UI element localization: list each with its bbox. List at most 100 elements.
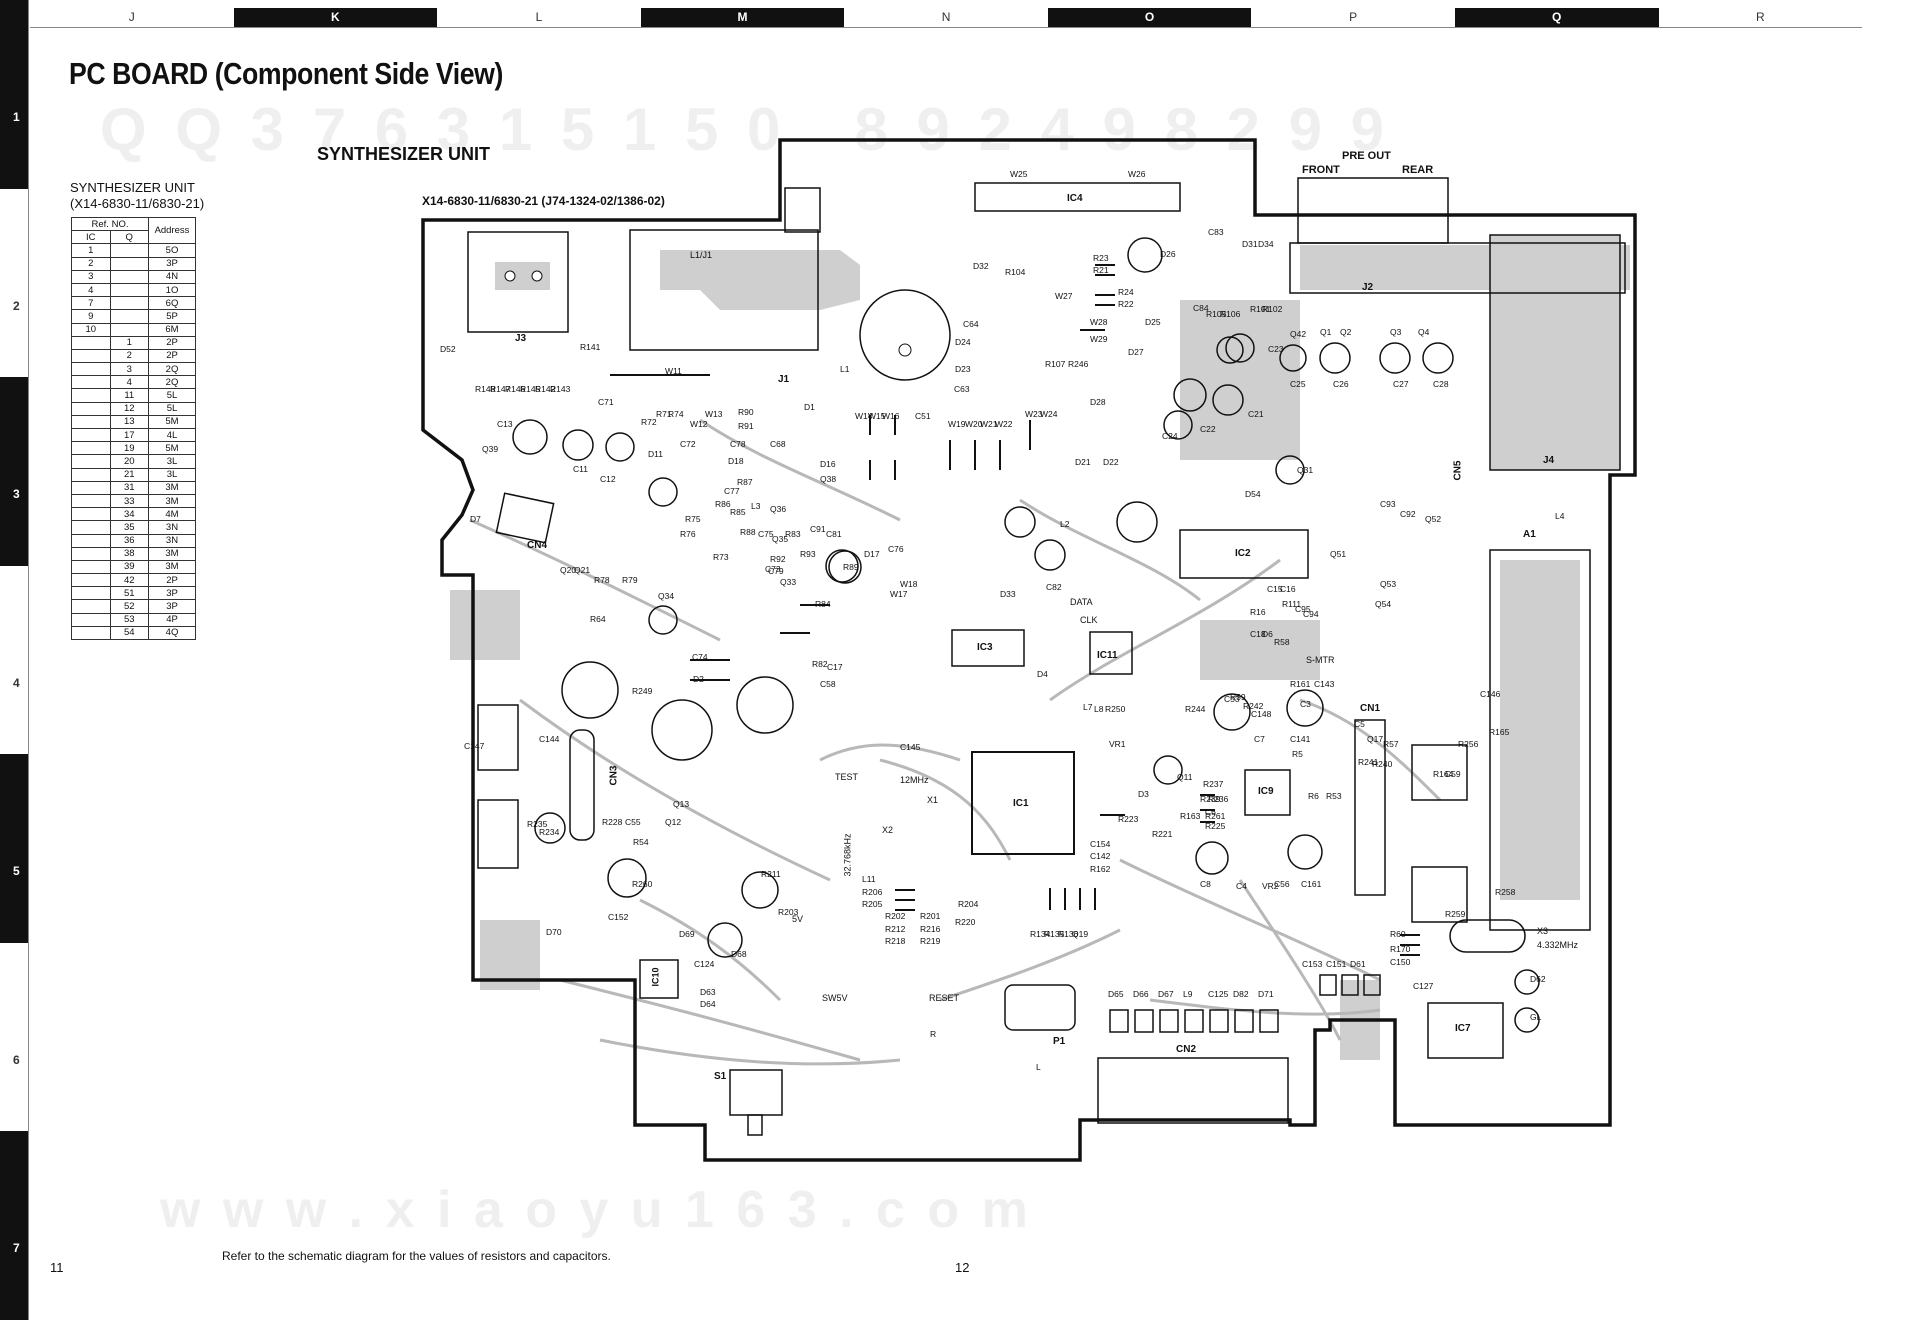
component-label: C94 <box>1303 609 1319 619</box>
row-label: 5 <box>0 754 28 943</box>
buzzer-component <box>859 289 951 381</box>
component-label: C26 <box>1333 379 1349 389</box>
component-label: D26 <box>1160 249 1176 259</box>
a1-label: A1 <box>1523 529 1536 540</box>
component-label: R101 <box>1250 304 1271 314</box>
row-ruler: 1 2 3 4 5 6 7 <box>0 0 29 1320</box>
component-label: L9 <box>1183 989 1193 999</box>
component-label: Q36 <box>770 504 787 514</box>
component-label: C151 <box>1326 959 1347 969</box>
column-label: P <box>1349 10 1358 24</box>
component-label: C25 <box>1290 379 1306 389</box>
component-label: R59 <box>1230 692 1246 702</box>
component-label: R22 <box>1118 299 1134 309</box>
component-label: C142 <box>1090 851 1111 861</box>
component-label: R205 <box>862 899 883 909</box>
component-label: Q3 <box>1390 327 1402 337</box>
v5-signal-label: 5V <box>792 914 804 924</box>
cn3-label: CN3 <box>608 765 620 786</box>
clk-signal-label: CLK <box>1080 615 1098 625</box>
component-label: Q11 <box>1177 772 1193 782</box>
component-label: C13 <box>497 419 513 429</box>
component-label: Q19 <box>1072 929 1089 939</box>
component-label: R219 <box>920 936 941 946</box>
component-label: R89 <box>843 562 859 572</box>
component-label: R72 <box>641 417 657 427</box>
component-label: C91 <box>810 524 826 534</box>
x3-label: X3 <box>1537 926 1549 936</box>
component-label: R82 <box>812 659 828 669</box>
component-label: R53 <box>1326 791 1342 801</box>
pre-out-label: PRE OUT <box>1342 150 1391 162</box>
component-label: C83 <box>1208 227 1224 237</box>
connector-j3 <box>467 231 569 333</box>
component-label: C95 <box>1295 604 1311 614</box>
component-label: R57 <box>1383 739 1399 749</box>
ic2-label: IC2 <box>1235 548 1251 559</box>
component-label: R73 <box>713 552 729 562</box>
component-label: R239 <box>1200 794 1221 804</box>
footer-note: Refer to the schematic diagram for the v… <box>222 1249 611 1263</box>
component-label: C141 <box>1290 734 1311 744</box>
copper-pours <box>450 235 1630 1060</box>
component-label: Q52 <box>1425 514 1442 524</box>
ic7-label: IC7 <box>1455 1023 1471 1034</box>
q17-transistor <box>477 704 519 771</box>
component-label: W23 <box>1025 409 1043 419</box>
component-label: W20 <box>965 419 983 429</box>
component-label: C125 <box>1208 989 1229 999</box>
column-label: O <box>1047 8 1252 27</box>
ic10-package <box>639 959 679 999</box>
component-label: C64 <box>963 319 979 329</box>
column-label: L <box>535 10 543 24</box>
component-label: C76 <box>888 544 904 554</box>
component-label: C150 <box>1390 957 1411 967</box>
component-label: C51 <box>915 411 931 421</box>
component-label: R71 <box>656 409 672 419</box>
component-label: D70 <box>546 927 562 937</box>
component-label: R136 <box>1058 929 1079 939</box>
component-label: C15 <box>1267 584 1283 594</box>
component-label: R249 <box>632 686 653 696</box>
watermark-bottom: w w w . x i a o y u 1 6 3 . c o m <box>160 1181 1032 1239</box>
component-label: C78 <box>730 439 746 449</box>
pcb-traces <box>469 418 1442 1066</box>
component-label: C59 <box>1445 769 1461 779</box>
page-number-right: 12 <box>955 1260 970 1275</box>
component-label: D61 <box>1350 959 1366 969</box>
component-label: C92 <box>1400 509 1416 519</box>
table-title-line2: (X14-6830-11/6830-21) <box>70 196 205 211</box>
component-label: R75 <box>685 514 701 524</box>
component-label: W16 <box>882 411 900 421</box>
component-label: R204 <box>958 899 979 909</box>
component-label: R87 <box>737 477 753 487</box>
component-label: C5 <box>1354 719 1365 729</box>
test-signal-label: TEST <box>835 772 859 782</box>
component-label: L8 <box>1094 704 1104 714</box>
component-label: C4 <box>1236 881 1247 891</box>
component-label: D3 <box>1138 789 1149 799</box>
component-label: R5 <box>1292 749 1303 759</box>
component-label: R237 <box>1203 779 1224 789</box>
component-label: Q51 <box>1330 549 1347 559</box>
component-label: C147 <box>464 741 485 751</box>
component-label: R105 <box>1206 309 1227 319</box>
ic1-label: IC1 <box>1013 798 1029 809</box>
column-label: R <box>1755 10 1765 24</box>
component-label: W29 <box>1090 334 1108 344</box>
component-label: C58 <box>820 679 836 689</box>
component-label: D17 <box>864 549 880 559</box>
component-label: W28 <box>1090 317 1108 327</box>
smtr-signal-label: S-MTR <box>1306 655 1335 665</box>
component-label: D6 <box>1262 629 1273 639</box>
component-label: D24 <box>955 337 971 347</box>
component-label: L3 <box>751 501 761 511</box>
row-label: 3 <box>0 377 28 566</box>
connector-cn3 <box>569 729 595 841</box>
